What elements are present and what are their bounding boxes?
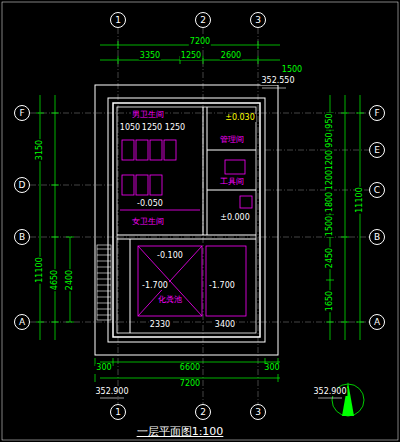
level-text: 352.900: [94, 388, 129, 396]
axis-label: 1: [115, 16, 121, 25]
level-text: -1.700: [141, 282, 169, 290]
room-name: 女卫生间: [131, 218, 165, 226]
level-text: ±0.030: [224, 114, 256, 122]
axis-bubble: C: [369, 182, 385, 198]
axis-label: F: [19, 109, 24, 118]
level-text: 1250: [164, 124, 186, 132]
dimension-text: 3350: [139, 52, 161, 60]
axis-label: B: [19, 233, 25, 242]
dimension-text: 1650: [326, 290, 334, 312]
axis-bubble: F: [369, 105, 385, 121]
axis-bubble: E: [369, 142, 385, 158]
level-text: -0.100: [156, 252, 184, 260]
level-text: 1250: [141, 124, 163, 132]
dimension-text: 6600: [179, 364, 201, 372]
axis-bubble: D: [14, 177, 30, 193]
level-marks: [100, 88, 342, 398]
dimension-text: 300: [95, 364, 112, 372]
room-name: 男卫生间: [131, 111, 165, 119]
dimension-text: 950: [326, 131, 334, 148]
axis-bubble: 2: [195, 12, 211, 28]
axis-label: 1: [115, 408, 121, 417]
dimension-text: 3150: [36, 139, 44, 161]
stair: [97, 245, 111, 320]
dimension-text: 2450: [326, 247, 334, 269]
axis-label: E: [374, 146, 380, 155]
dimension-text: 1800: [326, 191, 334, 213]
axis-bubble: 3: [250, 12, 266, 28]
room-name: 管理间: [219, 136, 245, 144]
axis-label: F: [374, 109, 379, 118]
level-text: 352.550: [260, 77, 295, 85]
walls: [95, 85, 278, 355]
axis-bubble: 1: [110, 404, 126, 420]
fixtures: [120, 140, 252, 316]
room-name: 工具间: [219, 178, 245, 186]
level-text: 352.900: [312, 388, 347, 396]
dimension-text: 4650: [51, 269, 59, 291]
axis-lines: [30, 28, 369, 404]
level-text: 1050: [119, 124, 141, 132]
level-text: -0.050: [136, 200, 164, 208]
axis-label: 2: [200, 408, 206, 417]
axis-bubble: F: [14, 105, 30, 121]
axis-bubble: B: [14, 229, 30, 245]
drawing-title: 一层平面图1:100: [135, 424, 226, 439]
axis-bubble: 2: [195, 404, 211, 420]
dimension-text: 2400: [66, 269, 74, 291]
axis-bubble: B: [369, 229, 385, 245]
dimension-text: 11100: [356, 186, 364, 213]
axis-label: A: [19, 318, 25, 327]
level-text: 2330: [149, 321, 171, 329]
dimension-lines: [36, 41, 364, 382]
dimension-text: 7200: [179, 380, 201, 388]
dimension-text: 1200: [326, 169, 334, 191]
axis-label: C: [374, 186, 380, 195]
dimension-text: 7200: [189, 38, 211, 46]
axis-label: A: [374, 318, 380, 327]
axis-label: B: [374, 233, 380, 242]
dimension-text: 2600: [220, 52, 242, 60]
dimension-text: 1250: [180, 52, 202, 60]
dimension-text: 1500: [281, 66, 303, 74]
level-text: ±0.000: [219, 214, 251, 222]
level-text: -1.700: [208, 282, 236, 290]
dimension-text: 11100: [36, 256, 44, 283]
level-text: 3400: [214, 321, 236, 329]
room-name: 化粪池: [157, 296, 183, 304]
axis-label: 3: [255, 16, 261, 25]
axis-bubble: A: [369, 314, 385, 330]
dimension-text: 950: [326, 112, 334, 129]
dimension-text: 1200: [326, 149, 334, 171]
axis-bubble: A: [14, 314, 30, 330]
dimension-text: 300: [263, 364, 280, 372]
dimension-text: 1500: [326, 215, 334, 237]
axis-bubble: 1: [110, 12, 126, 28]
axis-bubble: 3: [250, 404, 266, 420]
axis-label: 2: [200, 16, 206, 25]
axis-label: D: [19, 181, 26, 190]
axis-label: 3: [255, 408, 261, 417]
